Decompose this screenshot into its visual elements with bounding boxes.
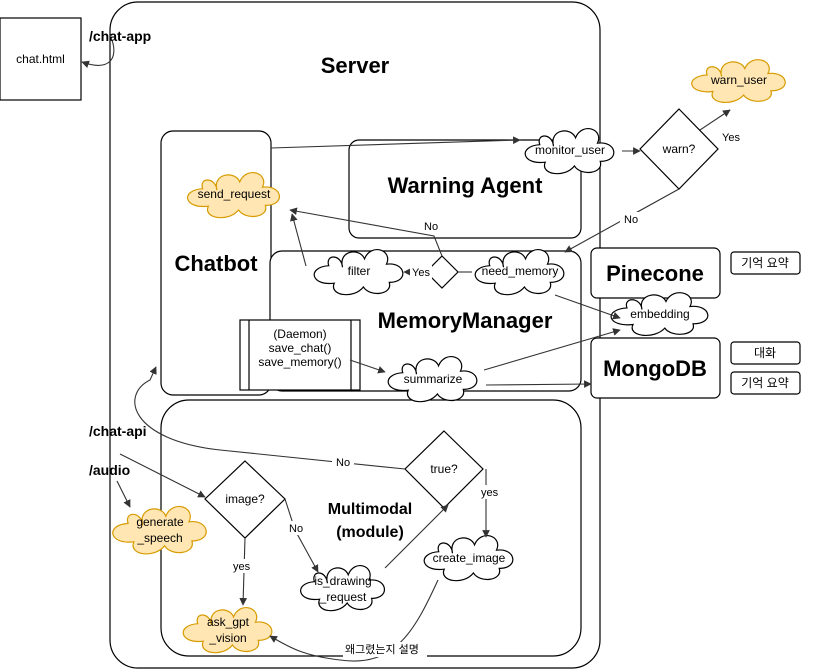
chat-html-label: chat.html (16, 52, 65, 66)
embedding-label: embedding (630, 307, 689, 321)
ask-gpt-line2: _vision (208, 631, 246, 645)
mongodb-box (590, 337, 721, 399)
edge-label-explain: 왜그렸는지 설명 (345, 643, 419, 656)
route-audio: /audio (89, 462, 130, 478)
edge-label-warn-no: No (624, 214, 638, 226)
daemon-line2: save_chat() (269, 341, 332, 355)
mongodb-note1-box (730, 341, 801, 365)
ask-gpt-line1: ask_gpt (207, 615, 250, 629)
memory-manager-title: MemoryManager (378, 308, 553, 333)
chat-html-box (0, 17, 82, 101)
edge-label-image-no: No (289, 523, 303, 535)
chatbot-title: Chatbot (174, 251, 258, 276)
edge-daemon-summarize (349, 359, 386, 374)
filter-label: filter (348, 264, 371, 278)
edge-label-true-yes: yes (481, 487, 499, 499)
image-decision-label: image? (225, 492, 265, 506)
send-request-label: send_request (198, 187, 271, 201)
warn-decision-label: warn? (662, 142, 696, 156)
generate-speech-line1: generate (136, 515, 184, 529)
daemon-box (239, 319, 361, 391)
is-drawing-line1: is_drawing (314, 574, 371, 588)
pinecone-note-box (730, 251, 801, 275)
generate-speech-line2: _speech (136, 531, 182, 545)
edge-true-no (134, 366, 406, 470)
edge-drawing-true (384, 504, 449, 569)
edge-create-ask (269, 579, 439, 662)
summarize-label: summarize (404, 372, 463, 386)
edge-label-need-memory-no: No (424, 221, 438, 233)
mongodb-note2: 기억 요약 (741, 375, 789, 390)
edge-label-true-no: No (336, 457, 350, 469)
mongodb-note2-box (730, 371, 801, 395)
edge-chat-api (119, 453, 206, 498)
warn-user-label: warn_user (710, 73, 767, 87)
create-image-label: create_image (433, 551, 506, 565)
pinecone-title: Pinecone (606, 261, 704, 286)
server-title: Server (321, 53, 390, 78)
edge-need-memory-embedding (554, 294, 621, 320)
edge-label-warn-yes: Yes (722, 132, 740, 144)
multimodal-title-line1: Multimodal (328, 501, 412, 518)
edge-audio (116, 480, 131, 508)
edge-chat-app (81, 39, 115, 68)
multimodal-title-line2: (module) (336, 524, 404, 541)
warning-agent-title: Warning Agent (388, 173, 543, 198)
daemon-line1: (Daemon) (273, 327, 326, 341)
route-chat-app: /chat-app (89, 28, 151, 44)
edge-need-memory-no (289, 207, 443, 257)
need-memory-label: need_memory (482, 264, 559, 278)
edge-summarize-mongodb (485, 380, 592, 388)
is-drawing-line2: _request (319, 590, 367, 604)
warning-agent-box (348, 139, 582, 239)
mongodb-note1: 대화 (754, 346, 776, 360)
route-chat-api: /chat-api (89, 423, 147, 439)
edge-label-image-yes: yes (233, 561, 251, 573)
edge-warn-yes (699, 109, 731, 131)
edge-summarize-embedding (483, 328, 621, 371)
edge-label-need-memory-yes: Yes (412, 267, 430, 279)
monitor-user-label: monitor_user (535, 143, 605, 157)
daemon-line3: save_memory() (258, 355, 341, 369)
pinecone-note: 기억 요약 (741, 255, 789, 270)
edge-chatbot-monitor (270, 136, 521, 149)
edge-filter-send (290, 213, 307, 267)
mongodb-title: MongoDB (603, 356, 707, 381)
true-decision-label: true? (430, 462, 458, 476)
